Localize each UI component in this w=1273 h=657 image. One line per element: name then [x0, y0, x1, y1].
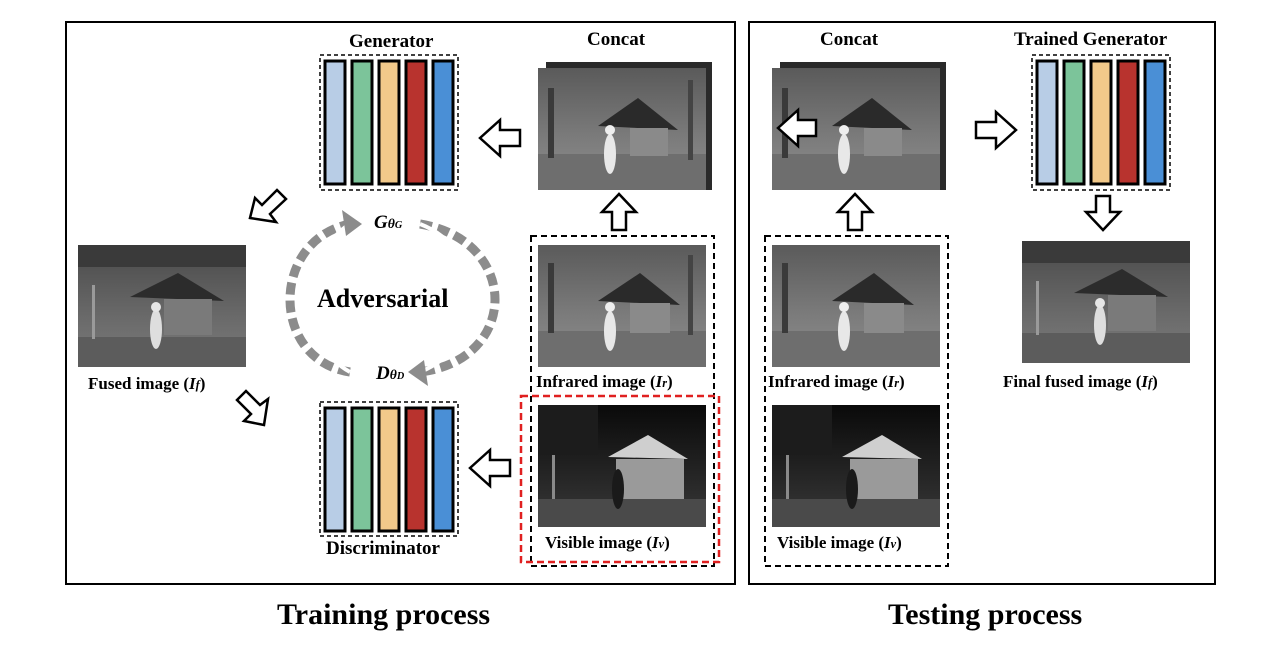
training-inputs-dashed-box — [530, 235, 715, 567]
fused-label-text: Fused image ( — [88, 374, 190, 393]
testing-infrared-label-close: ) — [899, 372, 905, 391]
testing-infrared-label-sub: r — [894, 376, 899, 390]
training-visible-label-var: I — [652, 533, 659, 552]
generator-layer-5 — [431, 59, 455, 186]
trained-generator-layer-5 — [1143, 59, 1167, 186]
discriminator-box — [319, 401, 459, 537]
fused-image-label: Fused image (If) — [88, 374, 205, 394]
fused-label-sub: f — [195, 378, 200, 392]
trained-generator-layer-3 — [1089, 59, 1113, 186]
testing-infrared-label-var: I — [887, 372, 895, 391]
discriminator-layer-1 — [323, 406, 347, 533]
discriminator-layer-2 — [350, 406, 374, 533]
training-frame — [65, 21, 736, 585]
adversarial-head-top — [342, 210, 362, 236]
training-visible-label-close: ) — [664, 533, 670, 552]
final-fused-label-close: ) — [1152, 372, 1158, 391]
discriminator-label: Discriminator — [326, 538, 440, 559]
generator-layer-4 — [404, 59, 428, 186]
testing-process-heading: Testing process — [888, 598, 1083, 631]
trained-generator-layer-4 — [1116, 59, 1140, 186]
training-infrared-label-sub: r — [662, 376, 667, 390]
discriminator-symbol-theta: θ — [389, 367, 397, 382]
generator-layer-2 — [350, 59, 374, 186]
arrow-concat-to-generator — [478, 117, 522, 159]
discriminator-symbol-subsub: D — [396, 371, 405, 382]
training-concat-images — [538, 62, 712, 190]
arrow-fused-to-discriminator — [235, 389, 270, 427]
generator-symbol-subsub: G — [394, 220, 403, 231]
arrow-infrared-to-concat — [599, 192, 639, 232]
adversarial-loop — [285, 219, 500, 377]
visible-highlight-box — [519, 394, 721, 564]
final-fused-image — [1022, 241, 1190, 363]
training-process-heading: Training process — [277, 598, 491, 631]
generator-layer-1 — [323, 59, 347, 186]
training-concat-label: Concat — [587, 29, 646, 50]
generator-label: Generator — [349, 31, 434, 52]
testing-visible-label-var: I — [884, 533, 891, 552]
training-visible-label-text: Visible image ( — [545, 533, 653, 552]
generator-symbol-theta: θ — [387, 216, 395, 231]
discriminator-symbol-base: D — [376, 363, 390, 384]
testing-visible-label-text: Visible image ( — [777, 533, 885, 552]
testing-visible-label-close: ) — [896, 533, 902, 552]
adversarial-head-bottom — [408, 360, 428, 386]
training-infrared-image — [538, 245, 706, 367]
final-fused-label: Final fused image (If) — [1003, 372, 1158, 392]
arrow-generator-to-fused — [248, 188, 288, 224]
generator-box — [319, 54, 459, 191]
testing-infrared-image — [772, 245, 940, 367]
trained-generator-layer-1 — [1035, 59, 1059, 186]
arrow-visible-to-discriminator — [468, 447, 512, 489]
fused-label-var: I — [189, 374, 196, 393]
testing-infrared-label-text: Infrared image ( — [768, 372, 888, 391]
arrow-concat-to-trained-generator — [974, 109, 1018, 151]
training-visible-label-sub: v — [658, 537, 665, 551]
generator-symbol-base: G — [374, 212, 388, 233]
final-fused-label-var: I — [1141, 372, 1148, 391]
testing-concat-images — [772, 62, 946, 190]
training-infrared-label-text: Infrared image ( — [536, 372, 656, 391]
trained-generator-label: Trained Generator — [1014, 29, 1168, 50]
trained-generator-layer-2 — [1062, 59, 1086, 186]
testing-visible-label-sub: v — [890, 537, 897, 551]
training-visible-image — [538, 405, 706, 527]
discriminator-layer-4 — [404, 406, 428, 533]
testing-frame — [748, 21, 1216, 585]
testing-inputs-dashed-box — [764, 235, 949, 567]
generator-layers — [323, 59, 455, 186]
training-infrared-label-var: I — [655, 372, 663, 391]
generator-symbol: GθG — [374, 212, 402, 234]
arrow-testing-concat-left — [776, 107, 818, 149]
arrow-trained-generator-to-final — [1083, 194, 1123, 232]
arrow-testing-infrared-to-concat — [835, 192, 875, 232]
testing-visible-image — [772, 405, 940, 527]
final-fused-label-sub: f — [1147, 376, 1153, 390]
trained-generator-layers — [1035, 59, 1167, 186]
adversarial-label: Adversarial — [317, 284, 449, 313]
training-visible-label: Visible image (Iv) — [545, 533, 670, 553]
training-infrared-label-close: ) — [667, 372, 673, 391]
training-fused-image — [78, 245, 246, 367]
testing-concat-label: Concat — [820, 29, 879, 50]
discriminator-layer-3 — [377, 406, 401, 533]
discriminator-symbol-sub: θD — [390, 367, 405, 382]
testing-visible-label: Visible image (Iv) — [777, 533, 902, 553]
discriminator-layer-5 — [431, 406, 455, 533]
discriminator-symbol: DθD — [376, 363, 404, 385]
testing-infrared-label: Infrared image (Ir) — [768, 372, 905, 392]
discriminator-layers — [323, 406, 455, 533]
generator-layer-3 — [377, 59, 401, 186]
trained-generator-box — [1031, 54, 1171, 191]
fused-label-close: ) — [199, 374, 206, 393]
final-fused-label-text: Final fused image ( — [1003, 372, 1142, 391]
training-infrared-label: Infrared image (Ir) — [536, 372, 673, 392]
generator-symbol-sub: θG — [388, 216, 403, 231]
